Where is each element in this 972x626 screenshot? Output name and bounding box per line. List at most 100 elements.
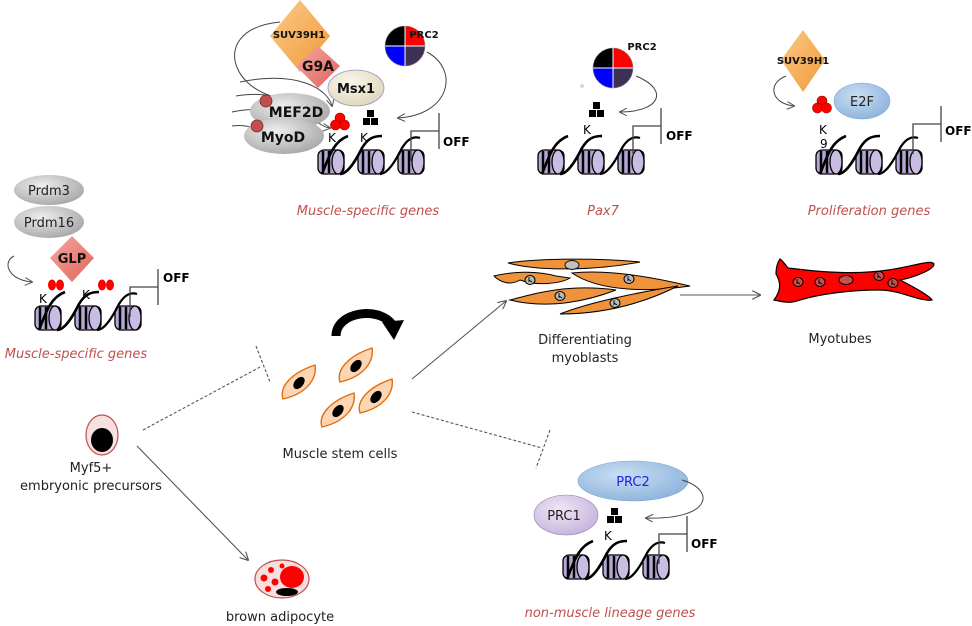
msx1-oval bbox=[327, 69, 385, 107]
gene-label: Muscle-specific genes bbox=[297, 204, 440, 219]
msx1-label: Msx1 bbox=[337, 82, 375, 97]
prc2-arrow bbox=[398, 51, 447, 118]
myod-label: MyoD bbox=[261, 130, 305, 146]
brown-adipocyte-label: brown adipocyte bbox=[226, 610, 334, 625]
prdm16-label: Prdm16 bbox=[24, 216, 74, 231]
inhibition-line bbox=[411, 411, 543, 449]
off-label: OFF bbox=[691, 537, 718, 551]
chromatin bbox=[538, 136, 644, 174]
suv39h1-label: SUV39H1 bbox=[777, 56, 829, 67]
off-label: OFF bbox=[163, 271, 190, 285]
precursor-nucleus bbox=[91, 428, 113, 452]
inhibition-bar bbox=[255, 345, 271, 383]
lineage: Myf5+ embryonic precursors brown adipocy… bbox=[20, 258, 935, 625]
gene-label: Pax7 bbox=[587, 204, 619, 219]
g9a-label: G9A bbox=[302, 59, 334, 75]
myoblasts-label-line1: Differentiating bbox=[538, 333, 632, 348]
e2f-label: E2F bbox=[850, 95, 874, 110]
e2f-oval bbox=[833, 82, 891, 120]
lipid-droplet bbox=[260, 574, 268, 582]
h3k9me2-mark bbox=[98, 279, 114, 291]
methylation-arrow bbox=[7, 255, 32, 282]
prc2-label: PRC2 bbox=[616, 475, 650, 490]
lysine-number: 9 bbox=[820, 137, 828, 151]
self-renewal-arrowhead bbox=[382, 320, 404, 340]
stem-cell bbox=[358, 378, 393, 414]
prdm16-oval bbox=[14, 206, 84, 238]
panel-non-muscle-genes: PRC1 PRC2 K OFF non-muscle lineage genes bbox=[525, 460, 718, 621]
h3k9me3-mark bbox=[812, 95, 832, 114]
lysine-label: K bbox=[819, 123, 828, 137]
myotube-nucleus bbox=[887, 278, 899, 288]
lipid-droplet bbox=[279, 563, 285, 569]
prc2-arrow bbox=[646, 479, 704, 518]
lipid-droplet bbox=[265, 586, 271, 592]
glp-label: GLP bbox=[58, 252, 86, 267]
off-switch-symbol bbox=[632, 107, 662, 157]
stem-cell bbox=[320, 392, 355, 428]
h3k27me3-mark bbox=[607, 508, 622, 523]
myoblast-nucleus bbox=[554, 291, 566, 301]
lipid-droplet bbox=[268, 567, 274, 573]
precursor-label-line1: Myf5+ bbox=[70, 461, 113, 476]
mef2d-label: MEF2D bbox=[269, 105, 323, 121]
glp-diamond bbox=[50, 236, 94, 282]
myotube-nucleus bbox=[873, 271, 885, 281]
gene-label: non-muscle lineage genes bbox=[525, 606, 696, 621]
h3k27me3-mark bbox=[363, 110, 378, 125]
g9a-diamond bbox=[296, 46, 340, 88]
myotube-nucleus bbox=[838, 275, 854, 285]
dot bbox=[580, 84, 584, 88]
loop-arrow bbox=[239, 77, 332, 106]
off-switch-symbol bbox=[912, 105, 942, 155]
panel-pax7: PRC2 K OFF Pax7 bbox=[538, 42, 693, 219]
acetyl-mark bbox=[250, 119, 264, 133]
chromatin bbox=[563, 541, 669, 579]
lysine-label: K bbox=[604, 529, 613, 543]
precursor-label-line2: embryonic precursors bbox=[20, 479, 162, 494]
prc2-oval bbox=[577, 460, 689, 502]
off-label: OFF bbox=[666, 129, 693, 143]
differentiation-arrow bbox=[411, 301, 506, 380]
suv39h1-label: SUV39H1 bbox=[273, 30, 325, 41]
prc2-label: PRC2 bbox=[627, 42, 656, 53]
stem-cell bbox=[338, 347, 373, 383]
prc1-oval bbox=[533, 494, 599, 536]
prdm3-oval bbox=[14, 175, 84, 205]
gene-label: Muscle-specific genes bbox=[5, 347, 148, 362]
panel-muscle-genes-left: Prdm3 Prdm16 GLP K K OFF Muscle-specific… bbox=[5, 175, 190, 362]
prc1-label: PRC1 bbox=[547, 509, 581, 524]
myotubes-label: Myotubes bbox=[808, 332, 871, 347]
acetyl-mark bbox=[259, 94, 273, 108]
lysine-label: K bbox=[583, 123, 592, 137]
myotube-cell bbox=[772, 258, 935, 303]
off-label: OFF bbox=[945, 124, 972, 138]
h3k9me3-mark bbox=[330, 112, 350, 131]
methylation-arrow bbox=[773, 75, 794, 106]
h3k9me2-mark bbox=[48, 279, 64, 291]
self-renewal-arrow bbox=[331, 309, 396, 337]
myotube-nucleus bbox=[792, 277, 804, 287]
lipid-droplet bbox=[271, 578, 279, 586]
myoblast-nucleus bbox=[609, 298, 621, 308]
off-label: OFF bbox=[443, 135, 470, 149]
chromatin bbox=[816, 136, 922, 174]
stem-cells-label: Muscle stem cells bbox=[283, 447, 398, 462]
myoblasts-label-line2: myoblasts bbox=[552, 351, 619, 366]
prc2-label: PRC2 bbox=[409, 30, 438, 41]
h3k27me3-mark bbox=[589, 102, 604, 117]
panel-muscle-genes-top: SUV39H1 G9A Msx1 MEF2D MyoD K K PRC2 OFF… bbox=[231, 0, 470, 219]
myod-oval bbox=[244, 118, 324, 154]
myoblast-nucleus bbox=[524, 275, 536, 285]
lysine-label: K bbox=[360, 131, 369, 145]
myotube-nucleus bbox=[814, 277, 826, 287]
stem-cell bbox=[281, 364, 316, 400]
prc2-arrow bbox=[620, 75, 657, 112]
differentiation-arrow bbox=[136, 445, 248, 560]
panel-proliferation: SUV39H1 E2F K 9 OFF Proliferation genes bbox=[773, 30, 972, 219]
lipid-droplet bbox=[280, 566, 304, 588]
adipocyte-nucleus bbox=[276, 588, 298, 596]
suv39h1-diamond bbox=[781, 30, 825, 92]
prc2-disc bbox=[592, 47, 634, 89]
